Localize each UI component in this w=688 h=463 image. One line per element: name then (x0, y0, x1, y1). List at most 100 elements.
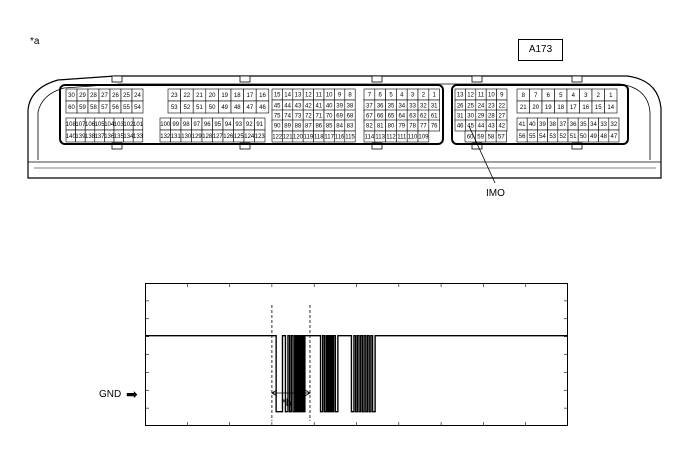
connector-housing-outline (27, 75, 662, 179)
pin-number: 129 (192, 134, 203, 140)
pin-number: 12 (467, 93, 474, 99)
pin-cavity (608, 129, 620, 143)
pin-number: 1 (609, 93, 613, 99)
pin-number: 60 (467, 135, 474, 141)
pin-number: 24 (134, 93, 141, 99)
pin-number: 102 (123, 122, 134, 128)
pin-number: 16 (259, 93, 266, 99)
pin-number: 52 (560, 134, 567, 140)
pin-number: 112 (386, 135, 396, 141)
pin-number: 43 (295, 104, 302, 110)
pin-number: 51 (570, 134, 577, 140)
pin-number: 114 (365, 135, 375, 141)
pin-number: 21 (196, 93, 203, 99)
pin-number: 59 (477, 135, 484, 141)
pin-number: 110 (408, 135, 418, 141)
pin-number: 36 (570, 122, 577, 128)
imo-terminal-label: IMO (486, 188, 505, 199)
scope-frame (145, 283, 568, 426)
pin-number: 101 (133, 122, 144, 128)
pin-number: 22 (184, 93, 191, 99)
pin-number: 130 (181, 134, 192, 140)
pin-number: 128 (202, 134, 213, 140)
pin-number: 8 (522, 93, 526, 99)
pin-number: 46 (259, 105, 266, 111)
pin-number: 94 (225, 122, 232, 128)
pin-number: 1 (433, 93, 437, 99)
pin-number: 108 (66, 122, 77, 128)
pin-number: 26 (457, 104, 464, 110)
pin-number: 18 (234, 93, 241, 99)
pin-number: 139 (75, 134, 86, 140)
pin-number: 10 (326, 93, 333, 99)
pin-number: 12 (305, 93, 312, 99)
pin-number: 49 (590, 134, 597, 140)
pin-number: 71 (315, 114, 322, 120)
pin-number: 132 (160, 134, 171, 140)
pin-number: 122 (272, 135, 283, 141)
gnd-level-label: GND (99, 389, 122, 400)
pin-number: 103 (114, 122, 125, 128)
pin-number: 24 (478, 104, 485, 110)
pin-number: 15 (274, 93, 281, 99)
pin-number: 40 (326, 104, 333, 110)
pin-number: 38 (549, 122, 556, 128)
pin-number: 25 (467, 104, 474, 110)
pin-number: 58 (488, 135, 495, 141)
pin-number: 107 (75, 122, 86, 128)
pin-cavity (131, 100, 144, 114)
pin-number: 84 (336, 124, 343, 130)
pin-number: 16 (582, 105, 589, 111)
pin-number: 113 (375, 135, 385, 141)
pin-number: 49 (221, 105, 228, 111)
pin-number: 63 (409, 114, 416, 120)
pin-number: 81 (377, 124, 384, 130)
pin-cavity (255, 100, 270, 114)
pin-number: 7 (534, 93, 538, 99)
connector-side-body (451, 84, 629, 145)
pin-number: 30 (467, 114, 474, 120)
pin-number: 30 (68, 93, 75, 99)
pin-number: 33 (409, 104, 416, 110)
pin-number: 27 (101, 93, 108, 99)
pin-number: 109 (418, 135, 429, 141)
pin-number: 7 (368, 93, 372, 99)
pulse-width-marker (271, 305, 311, 421)
pin-cavity (417, 130, 430, 143)
pin-number: 77 (420, 124, 427, 130)
pin-number: 86 (315, 124, 322, 130)
pin-number: 74 (284, 114, 291, 120)
figure-note-label: *a (30, 36, 40, 47)
pin-number: 8 (348, 93, 352, 99)
pin-number: 37 (366, 104, 373, 110)
pin-cavity (132, 129, 144, 143)
pin-number: 120 (293, 135, 304, 141)
pin-number: 64 (398, 114, 405, 120)
pin-number: 117 (324, 135, 334, 141)
pin-number: 23 (171, 93, 178, 99)
pin-number: 137 (95, 134, 106, 140)
pin-cavity (495, 130, 507, 143)
pin-number: 51 (196, 105, 203, 111)
pin-number: 59 (79, 105, 86, 111)
pin-number: 41 (519, 122, 526, 128)
pin-cavity (344, 130, 356, 143)
pin-number: 135 (114, 134, 125, 140)
pin-number: 95 (214, 122, 221, 128)
pin-number: 96 (204, 122, 211, 128)
pin-number: 85 (326, 124, 333, 130)
pin-number: 57 (101, 105, 108, 111)
pin-number: 92 (246, 122, 253, 128)
pin-number: 70 (326, 114, 333, 120)
pin-number: 28 (488, 114, 495, 120)
pin-number: 29 (478, 114, 485, 120)
pin-number: 57 (498, 135, 505, 141)
pin-number: 23 (488, 104, 495, 110)
pin-number: 105 (95, 122, 106, 128)
pin-number: 138 (85, 134, 96, 140)
pin-number: 25 (123, 93, 130, 99)
pin-number: 90 (274, 124, 281, 130)
pin-number: 104 (104, 122, 115, 128)
pin-number: 67 (366, 114, 373, 120)
pin-number: 125 (234, 134, 245, 140)
